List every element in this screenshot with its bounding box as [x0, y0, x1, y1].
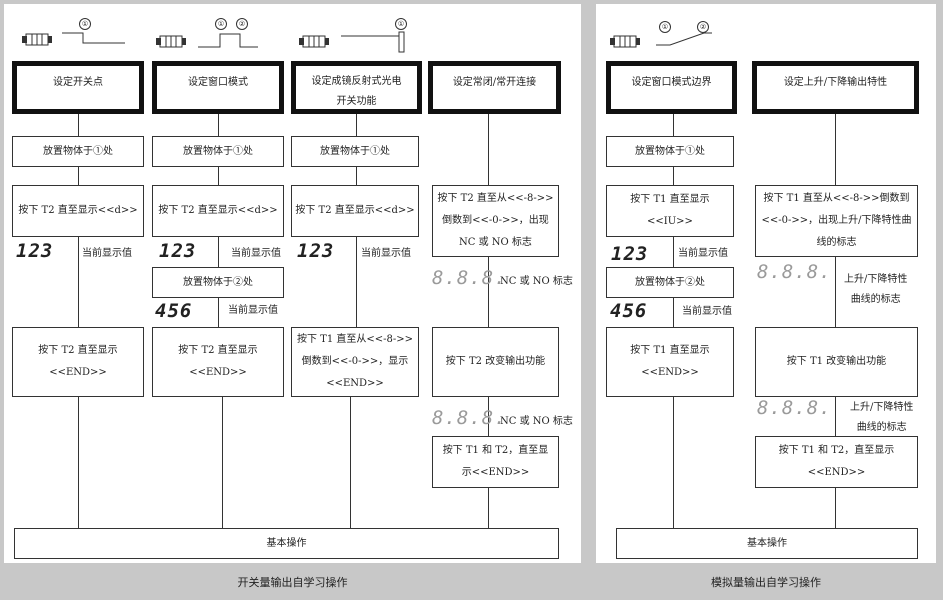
display-note: NC 或 NO 标志 — [500, 276, 573, 287]
basic-operation: 基本操作 — [616, 528, 918, 559]
display-current-value: 123 — [611, 243, 649, 265]
title-set-window-boundary: 设定窗口模式边界 — [606, 61, 737, 114]
step-press-t2: 按下 T2 直至显示<<d>> — [291, 185, 419, 237]
step-press-t1-t2-end: 按下 T1 和 T2，直至显示 <<END>> — [755, 436, 918, 488]
step-press-t2: 按下 T2 直至显示<<d>> — [152, 185, 284, 237]
marker-1: ① — [659, 21, 671, 33]
display-note-2: NC 或 NO 标志 — [500, 416, 573, 427]
switching-output-panel: ① ① ② ① 设定开关点 放置物体于①处 按下 T2 直至 — [4, 4, 581, 563]
step-press-t2: 按下 T2 直至显示<<d>> — [12, 185, 144, 237]
display-current-value: 123 — [16, 240, 54, 262]
step-press-t1-iu: 按下 T1 直至显示 <<IU>> — [606, 185, 734, 237]
sensor-switch-point-icon — [22, 32, 125, 46]
title-set-nc-no: 设定常闭/常开连接 — [428, 61, 561, 114]
display-note-2: 当前显示值 — [228, 305, 278, 316]
step-change-output: 按下 T1 改变输出功能 — [755, 327, 918, 397]
title-set-switch-point: 设定开关点 — [12, 61, 144, 114]
display-rise-fall-2: 8.8.8. — [757, 397, 832, 419]
step-press-t2-end: 按下 T2 直至显示 <<END>> — [12, 327, 144, 397]
marker-1: ① — [79, 18, 91, 30]
display-note-2: 当前显示值 — [682, 306, 732, 317]
display-current-value-2: 456 — [610, 300, 648, 322]
sensor-window-mode-icon — [156, 33, 258, 48]
display-current-value: 123 — [159, 240, 197, 262]
display-nc-no-2: 8.8.8. — [432, 407, 507, 429]
basic-operation: 基本操作 — [14, 528, 559, 559]
sensor-window-boundary-icon — [610, 32, 712, 48]
step-place-object: 放置物体于①处 — [12, 136, 144, 167]
step-place-object-2: 放置物体于②处 — [152, 267, 284, 298]
display-note-2: 上升/下降特性 曲线的标志 — [850, 402, 914, 433]
title-set-rise-fall: 设定上升/下降输出特性 — [752, 61, 919, 114]
step-place-object: 放置物体于①处 — [606, 136, 734, 167]
step-change-output: 按下 T2 改变输出功能 — [432, 327, 559, 397]
step-press-t1-t2-end: 按下 T1 和 T2，直至显 示<<END>> — [432, 436, 559, 488]
analog-output-panel: ① ② 设定窗口模式边界 放置物体于①处 按下 T1 直至显示 <<IU>> 1… — [596, 4, 936, 563]
marker-2: ② — [697, 21, 709, 33]
marker-2: ② — [236, 18, 248, 30]
step-place-object-2: 放置物体于②处 — [606, 267, 734, 298]
step-place-object: 放置物体于①处 — [291, 136, 419, 167]
step-place-object: 放置物体于①处 — [152, 136, 284, 167]
step-press-t1-countdown: 按下 T1 直至从<<-8->> 倒数到<<-0->>，显示 <<END>> — [291, 327, 419, 397]
display-note: 上升/下降特性 曲线的标志 — [844, 274, 908, 305]
sensor-reflector-icon — [299, 31, 405, 53]
display-rise-fall: 8.8.8. — [757, 261, 832, 283]
title-set-window-mode: 设定窗口模式 — [152, 61, 284, 114]
marker-1: ① — [395, 18, 407, 30]
step-press-t1-end: 按下 T1 直至显示 <<END>> — [606, 327, 734, 397]
display-current-value-2: 456 — [155, 300, 193, 322]
marker-1: ① — [215, 18, 227, 30]
display-note: 当前显示值 — [82, 248, 132, 259]
display-note: 当前显示值 — [361, 248, 411, 259]
step-press-t2-countdown: 按下 T2 直至从<<-8->> 倒数到<<-0->>，出现 NC 或 NO 标… — [432, 185, 559, 257]
caption-switching-output: 开关量输出自学习操作 — [237, 576, 348, 589]
step-press-t2-end: 按下 T2 直至显示 <<END>> — [152, 327, 284, 397]
display-note: 当前显示值 — [231, 248, 281, 259]
title-set-reflector-mode: 设定成镜反射式光电 开关功能 — [291, 61, 422, 114]
caption-analog-output: 模拟量输出自学习操作 — [711, 576, 821, 589]
display-current-value: 123 — [297, 240, 335, 262]
step-press-t1-countdown: 按下 T1 直至从<<-8->>倒数到 <<-0->>，出现上升/下降特性曲 线… — [755, 185, 918, 257]
display-note: 当前显示值 — [678, 248, 728, 259]
display-nc-no: 8.8.8. — [432, 267, 507, 289]
